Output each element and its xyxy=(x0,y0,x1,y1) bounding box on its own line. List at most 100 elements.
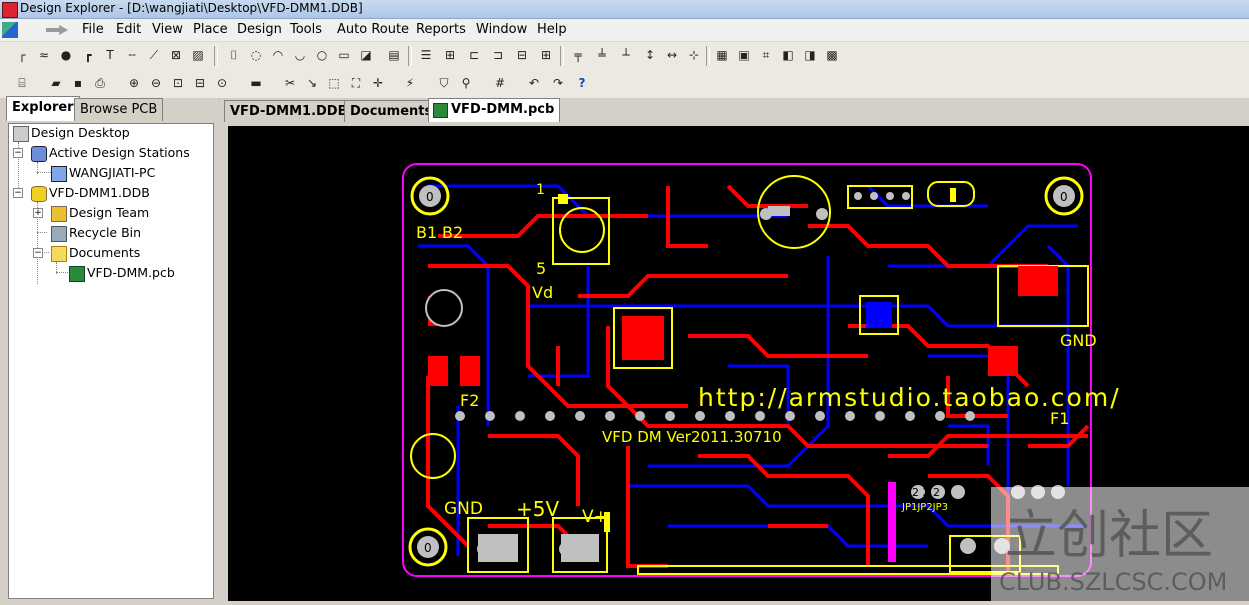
menu-place[interactable]: Place xyxy=(193,22,228,37)
team-icon xyxy=(51,206,67,222)
align-vertical-icon[interactable]: ┴ xyxy=(622,48,630,62)
menu-edit[interactable]: Edit xyxy=(116,22,142,37)
distribute-icon[interactable]: ⊞ xyxy=(540,48,552,62)
arc-any-icon[interactable]: ◡ xyxy=(294,48,306,62)
place-line-icon[interactable]: ≈ xyxy=(38,48,50,62)
component-list-icon[interactable]: ☰ xyxy=(420,48,432,62)
cross-probe-icon[interactable]: ↘ xyxy=(306,76,318,90)
app-icon xyxy=(2,2,18,18)
place-pad-icon[interactable]: ● xyxy=(60,48,72,62)
drc-wand-icon[interactable]: ⚡ xyxy=(405,76,415,90)
full-circle-icon[interactable]: ○ xyxy=(316,48,328,62)
watermark-subtitle: CLUB.SZLCSC.COM xyxy=(999,568,1227,596)
bring-front-icon[interactable]: ◧ xyxy=(782,48,794,62)
help-icon[interactable]: ? xyxy=(578,76,586,90)
group-icon[interactable]: ▣ xyxy=(738,48,750,62)
menu-reports[interactable]: Reports xyxy=(416,22,466,37)
align-left-icon[interactable]: ⊏ xyxy=(468,48,480,62)
place-fill-icon[interactable]: ▨ xyxy=(192,48,204,62)
explorer-tree: Design Desktop − Active Design Stations … xyxy=(8,123,214,599)
menu-auto-route[interactable]: Auto Route xyxy=(337,22,410,37)
align-top-icon[interactable]: ╤ xyxy=(574,48,582,62)
menu-window[interactable]: Window xyxy=(476,22,528,37)
design-manager-icon[interactable]: ⌸ xyxy=(18,76,26,90)
place-coordinate-icon[interactable]: ╌ xyxy=(128,48,136,62)
place-string-icon[interactable]: T xyxy=(106,48,114,62)
select-area-icon[interactable]: ⬚ xyxy=(328,76,340,90)
move-to-grid-icon[interactable]: ▦ xyxy=(716,48,728,62)
send-back-icon[interactable]: ◨ xyxy=(804,48,816,62)
tab-documents[interactable]: Documents xyxy=(344,100,439,122)
align-bottom-icon[interactable]: ╧ xyxy=(598,48,606,62)
arc-center-icon[interactable]: ◌ xyxy=(250,48,262,62)
crystal-outline xyxy=(757,175,831,249)
forward-arrow-icon[interactable] xyxy=(46,25,68,35)
align-center-icon[interactable]: ⊟ xyxy=(516,48,528,62)
tab-vfd-dmm1-ddb[interactable]: VFD-DMM1.DDB xyxy=(224,100,354,122)
stations-icon xyxy=(31,146,47,162)
redo-icon[interactable]: ↷ xyxy=(552,76,564,90)
tab-browse-pcb[interactable]: Browse PCB xyxy=(74,98,164,121)
place-split-plane-icon[interactable]: ▤ xyxy=(388,48,400,62)
place-room-icon[interactable]: ⌷ xyxy=(230,48,238,62)
arc-edge-icon[interactable]: ◠ xyxy=(272,48,284,62)
component-placement-icon[interactable]: ▩ xyxy=(826,48,838,62)
place-origin-icon[interactable]: ⊠ xyxy=(170,48,182,62)
collapse-toggle[interactable]: − xyxy=(33,248,43,258)
open-icon[interactable]: ▰ xyxy=(51,76,61,90)
menu-tools[interactable]: Tools xyxy=(290,22,323,37)
ungroup-icon[interactable]: ⌗ xyxy=(762,48,770,62)
place-dimension-icon[interactable]: ⟋ xyxy=(149,48,159,62)
zoom-in-icon[interactable]: ⊕ xyxy=(128,76,140,90)
label-pin1: 1 xyxy=(536,182,545,198)
svg-text:0: 0 xyxy=(1060,190,1068,204)
browse-library-icon[interactable]: ⚲ xyxy=(461,76,471,90)
collapse-toggle[interactable]: − xyxy=(13,188,23,198)
tab-explorer[interactable]: Explorer xyxy=(6,96,80,121)
move-icon[interactable]: ✛ xyxy=(372,76,384,90)
explorer-panel: Explorer Browse PCB Design Desktop − Act… xyxy=(0,96,218,601)
chip-u1 xyxy=(613,307,673,369)
label-jp-sub: JP1JP2JP3 xyxy=(901,502,948,513)
document-menu-icon[interactable] xyxy=(2,22,18,38)
tab-vfd-dmm-pcb-label: VFD-DMM.pcb xyxy=(451,102,555,117)
menu-file[interactable]: File xyxy=(82,22,104,37)
label-version: VFD DM Ver2011.30710 xyxy=(602,428,782,446)
tab-vfd-dmm-pcb[interactable]: VFD-DMM.pcb xyxy=(428,98,561,122)
space-horizontal-icon[interactable]: ↔ xyxy=(666,48,678,62)
pcb-tab-icon xyxy=(433,103,448,118)
pcb-layout[interactable]: 0 0 0 xyxy=(228,126,1249,601)
placement-toolbar: ┌ ≈ ● ┏ T ╌ ⟋ ⊠ ▨ ⌷ ◌ ◠ ◡ ○ ▭ ◪ ▤ ☰ ⊞ ⊏ … xyxy=(0,42,1249,70)
print-icon[interactable]: ⎙ xyxy=(95,76,105,90)
place-component-icon[interactable]: ▭ xyxy=(338,48,350,62)
arrange-icon[interactable]: ⊹ xyxy=(688,48,700,62)
place-via-icon[interactable]: ┏ xyxy=(84,48,92,62)
save-icon[interactable]: ▪ xyxy=(73,76,83,90)
layer-stack-icon[interactable]: ▬ xyxy=(250,76,262,90)
place-track-icon[interactable]: ┌ xyxy=(18,48,26,62)
align-right-icon[interactable]: ⊐ xyxy=(492,48,504,62)
menu-help[interactable]: Help xyxy=(537,22,567,37)
collapse-toggle[interactable]: − xyxy=(13,148,23,158)
zoom-last-icon[interactable]: ⊙ xyxy=(216,76,228,90)
expand-toggle[interactable]: + xyxy=(33,208,43,218)
crystal-osc xyxy=(927,181,975,207)
menu-design[interactable]: Design xyxy=(237,22,282,37)
place-polygon-icon[interactable]: ◪ xyxy=(360,48,372,62)
undo-icon[interactable]: ↶ xyxy=(528,76,540,90)
connector-j1 xyxy=(552,197,610,265)
menu-bar: File Edit View Place Design Tools Auto R… xyxy=(0,19,1249,42)
zoom-fit-icon[interactable]: ⊡ xyxy=(172,76,184,90)
zoom-area-icon[interactable]: ⊟ xyxy=(194,76,206,90)
net-list-icon[interactable]: ⊞ xyxy=(444,48,456,62)
watermark-title: 立创社区 xyxy=(1005,506,1213,566)
grid-icon[interactable]: # xyxy=(494,76,506,90)
label-jp: 2 2 2 xyxy=(912,486,940,499)
menu-view[interactable]: View xyxy=(152,22,183,37)
pcb-file-icon xyxy=(69,266,85,282)
zoom-out-icon[interactable]: ⊖ xyxy=(150,76,162,90)
space-vertical-icon[interactable]: ↕ xyxy=(644,48,656,62)
cut-icon[interactable]: ✂ xyxy=(284,76,296,90)
library-icon[interactable]: ⛉ xyxy=(439,76,449,90)
deselect-icon[interactable]: ⛶ xyxy=(351,76,361,90)
